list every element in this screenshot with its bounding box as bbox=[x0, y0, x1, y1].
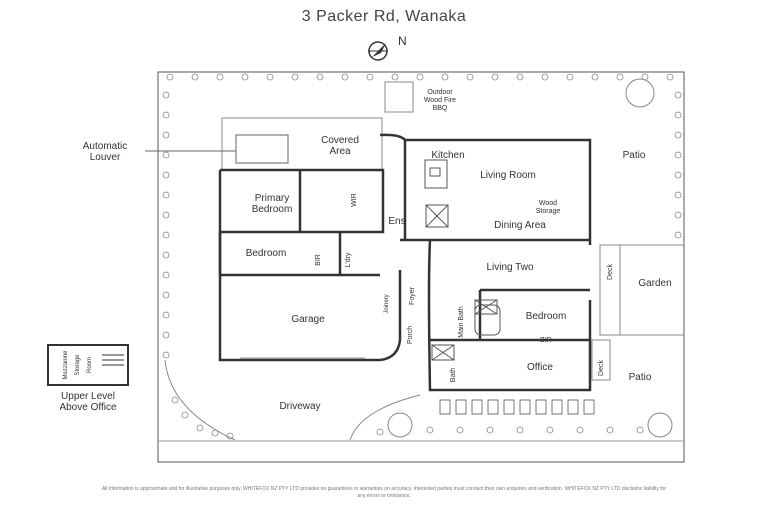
house-walls bbox=[218, 133, 592, 392]
outdoor-fire-label-3: BBQ bbox=[433, 105, 448, 112]
joinery-label: Joinery bbox=[384, 294, 390, 313]
bir-right-label: BIR bbox=[540, 337, 552, 344]
patio-top-label: Patio bbox=[623, 150, 646, 161]
north-label: N bbox=[398, 34, 407, 48]
wir-label: WIR bbox=[351, 193, 358, 207]
mezzanine-box bbox=[47, 344, 129, 386]
upper-level-label-2: Above Office bbox=[59, 402, 117, 413]
deck-office-label: Deck bbox=[598, 360, 605, 376]
foyer-label: Foyer bbox=[409, 286, 416, 305]
bath-label: Bath bbox=[450, 368, 457, 383]
driveway-label: Driveway bbox=[279, 401, 320, 412]
tree-icon bbox=[387, 412, 413, 438]
disclaimer-text: All information is approximate and for i… bbox=[101, 486, 667, 499]
covered-area-label-2: Area bbox=[329, 146, 351, 157]
compass-icon bbox=[368, 41, 388, 61]
ldry-label: L'dry bbox=[345, 252, 352, 267]
living-room-label: Living Room bbox=[480, 170, 536, 181]
wood-storage-label-1: Wood bbox=[539, 200, 557, 207]
upper-level-label-1: Upper Level bbox=[61, 391, 115, 402]
garden-label: Garden bbox=[638, 278, 671, 289]
living-two-label: Living Two bbox=[486, 262, 534, 273]
mezzanine-label-2: Storage bbox=[75, 354, 81, 376]
louver-label-1: Automatic bbox=[83, 141, 127, 152]
wood-storage-label-2: Storage bbox=[536, 208, 561, 215]
plan-title: 3 Packer Rd, Wanaka bbox=[301, 8, 467, 25]
site-boundary bbox=[157, 71, 685, 463]
outdoor-fire-label-2: Wood Fire bbox=[424, 97, 456, 104]
patio-bottom-label: Patio bbox=[629, 372, 652, 383]
outdoor-fire-box bbox=[384, 81, 414, 113]
bir-left-label: BIR bbox=[315, 254, 322, 266]
mezzanine-label-1: Mezzanine bbox=[63, 350, 69, 380]
tree-icon bbox=[647, 412, 673, 438]
covered-area-label-1: Covered bbox=[321, 135, 359, 146]
deck-right-label: Deck bbox=[607, 264, 614, 280]
ens-label: Ens bbox=[388, 216, 405, 227]
primary-bedroom-label-1: Primary bbox=[255, 193, 289, 204]
tree-icon bbox=[625, 78, 655, 108]
primary-bedroom-label-2: Bedroom bbox=[252, 204, 293, 215]
outdoor-fire-label-1: Outdoor bbox=[427, 89, 453, 96]
bedroom-right-label: Bedroom bbox=[526, 311, 567, 322]
louver-label-2: Louver bbox=[90, 152, 121, 163]
hedge bbox=[162, 73, 682, 440]
garage-label: Garage bbox=[291, 314, 325, 325]
porch-label: Porch bbox=[407, 326, 414, 344]
office-label: Office bbox=[527, 362, 553, 373]
kitchen-label: Kitchen bbox=[431, 150, 464, 161]
bedroom-left-label: Bedroom bbox=[246, 248, 287, 259]
mezzanine-label-3: Room bbox=[87, 357, 93, 373]
automatic-louver-box bbox=[235, 134, 289, 164]
main-bath-label: Main Bath bbox=[458, 306, 465, 338]
dining-area-label: Dining Area bbox=[494, 220, 546, 231]
